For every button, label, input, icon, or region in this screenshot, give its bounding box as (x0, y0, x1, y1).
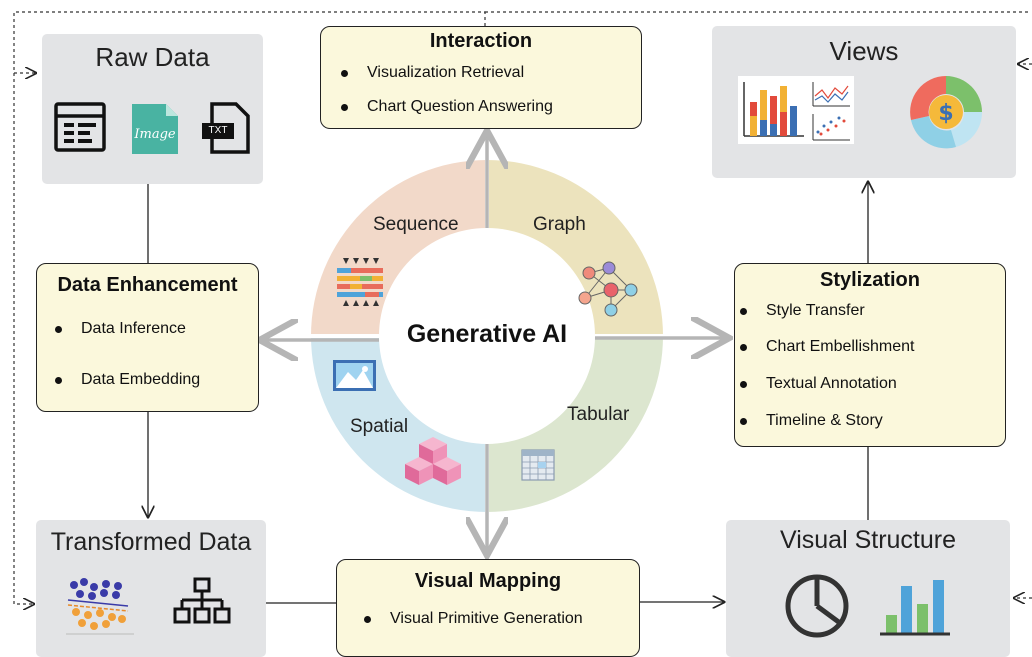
center-title: Generative AI (406, 320, 568, 348)
segment-label-graph: Graph (533, 214, 586, 235)
bar-chart-icon (880, 580, 950, 636)
stylization-box: Stylization Style Transfer Chart Embelli… (734, 263, 1006, 447)
transformed-data-title: Transformed Data (50, 528, 252, 556)
line-scatter-thumbnail-icon (808, 76, 854, 144)
transformed-data-box: Transformed Data (36, 520, 266, 657)
raw-data-icons (54, 102, 250, 154)
raw-data-box: Raw Data Image TXT (42, 34, 263, 184)
visual-mapping-title: Visual Mapping (414, 570, 562, 592)
interaction-item: Visualization Retrieval (340, 64, 525, 81)
pie-outline-icon (785, 574, 849, 638)
stylization-item: Timeline & Story (740, 412, 883, 429)
spreadsheet-icon (521, 449, 555, 481)
segment-label-spatial: Spatial (350, 416, 409, 437)
raw-data-title: Raw Data (95, 42, 210, 72)
data-enhancement-box: Data Enhancement Data Inference Data Emb… (36, 263, 259, 412)
visual-structure-box: Visual Structure (726, 520, 1010, 657)
data-enhancement-item: Data Inference (55, 320, 186, 337)
bar-chart-thumbnail-icon (738, 76, 808, 144)
interaction-title: Interaction (429, 30, 533, 52)
sequence-icon (337, 258, 383, 306)
table-doc-icon (54, 102, 106, 152)
views-box: Views $ (712, 26, 1016, 178)
stylization-item: Style Transfer (740, 302, 865, 319)
transformed-data-icons (66, 577, 231, 635)
txt-file-icon (202, 102, 250, 154)
segment-label-tabular: Tabular (567, 404, 630, 425)
visual-mapping-box: Visual Mapping Visual Primitive Generati… (336, 559, 640, 657)
visual-structure-icons (785, 574, 950, 638)
stylization-item: Chart Embellishment (740, 338, 915, 355)
stylization-title: Stylization (819, 269, 920, 291)
image-file-label: Image (134, 127, 176, 142)
stylization-item: Textual Annotation (740, 375, 897, 392)
landscape-image-icon (333, 360, 376, 391)
txt-file-label: TXT (208, 125, 228, 136)
svg-text:$: $ (938, 101, 953, 126)
visual-mapping-item: Visual Primitive Generation (364, 610, 583, 627)
data-enhancement-title: Data Enhancement (57, 274, 238, 296)
data-enhancement-item: Data Embedding (54, 371, 201, 388)
interaction-item: Chart Question Answering (341, 98, 553, 115)
views-icons: $ (738, 76, 983, 149)
segment-label-sequence: Sequence (373, 214, 459, 235)
interaction-box: Interaction Visualization Retrieval Char… (320, 26, 642, 129)
image-file-icon (132, 104, 178, 154)
visual-structure-title: Visual Structure (779, 526, 956, 554)
graph-network-icon (578, 261, 638, 317)
dollar-donut-icon: $ (910, 76, 983, 149)
3d-blocks-icon (405, 437, 461, 485)
cluster-scatter-icon (66, 578, 134, 635)
hierarchy-icon (173, 577, 231, 624)
segment-sequence (311, 160, 487, 336)
views-title: Views (829, 36, 899, 66)
segment-graph (487, 160, 663, 336)
